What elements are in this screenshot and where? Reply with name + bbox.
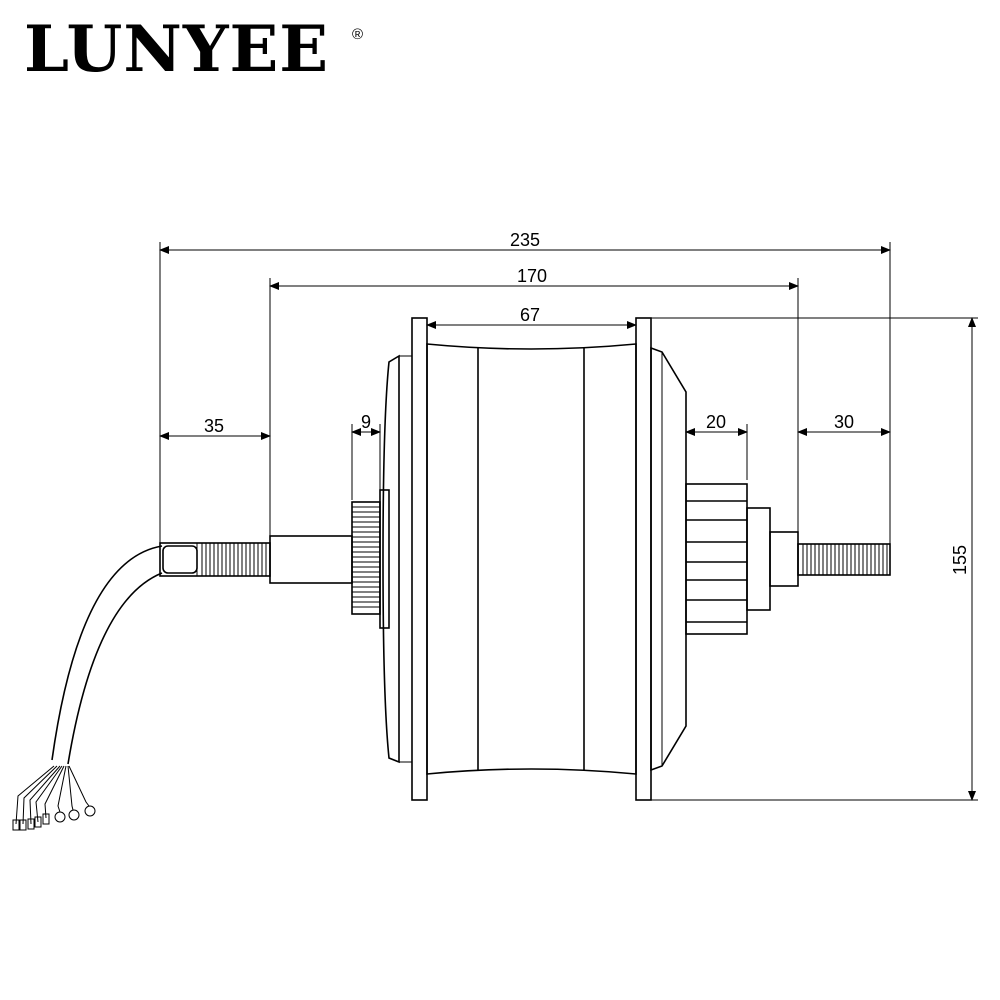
- dim-label-9: 9: [361, 412, 371, 432]
- right-axle: [797, 543, 891, 576]
- wire-terminals: [12, 805, 96, 831]
- brand-logo: LUNYEE: [24, 12, 330, 87]
- cable-wires: [15, 765, 90, 825]
- left-cover: [382, 354, 412, 764]
- right-flange: [635, 317, 652, 801]
- dimension-30: 30: [797, 412, 891, 436]
- hub-shell: [426, 343, 637, 775]
- dimension-155: 155: [950, 317, 976, 801]
- dimension-20: 20: [685, 412, 748, 436]
- dimension-67: 67: [426, 305, 637, 329]
- dim-label-30: 30: [834, 412, 854, 432]
- registered-mark: ®: [352, 26, 364, 43]
- right-cover: [650, 346, 687, 772]
- dim-label-235: 235: [510, 230, 540, 250]
- dimension-170: 170: [269, 266, 799, 290]
- dim-label-20: 20: [706, 412, 726, 432]
- dim-label-170: 170: [517, 266, 547, 286]
- left-nut: [351, 489, 390, 629]
- freewheel: [685, 483, 748, 635]
- dim-label-155: 155: [950, 545, 970, 575]
- right-locknut: [746, 507, 799, 611]
- dim-label-67: 67: [520, 305, 540, 325]
- dimension-35: 35: [159, 416, 271, 440]
- dimension-9: 9: [351, 412, 381, 436]
- dimension-235: 235: [159, 230, 891, 254]
- left-axle-thread: [201, 543, 267, 576]
- motor-cable: [51, 545, 163, 765]
- left-axle: [159, 535, 353, 584]
- dim-label-35: 35: [204, 416, 224, 436]
- left-flange: [411, 317, 428, 801]
- extension-lines: [159, 242, 978, 801]
